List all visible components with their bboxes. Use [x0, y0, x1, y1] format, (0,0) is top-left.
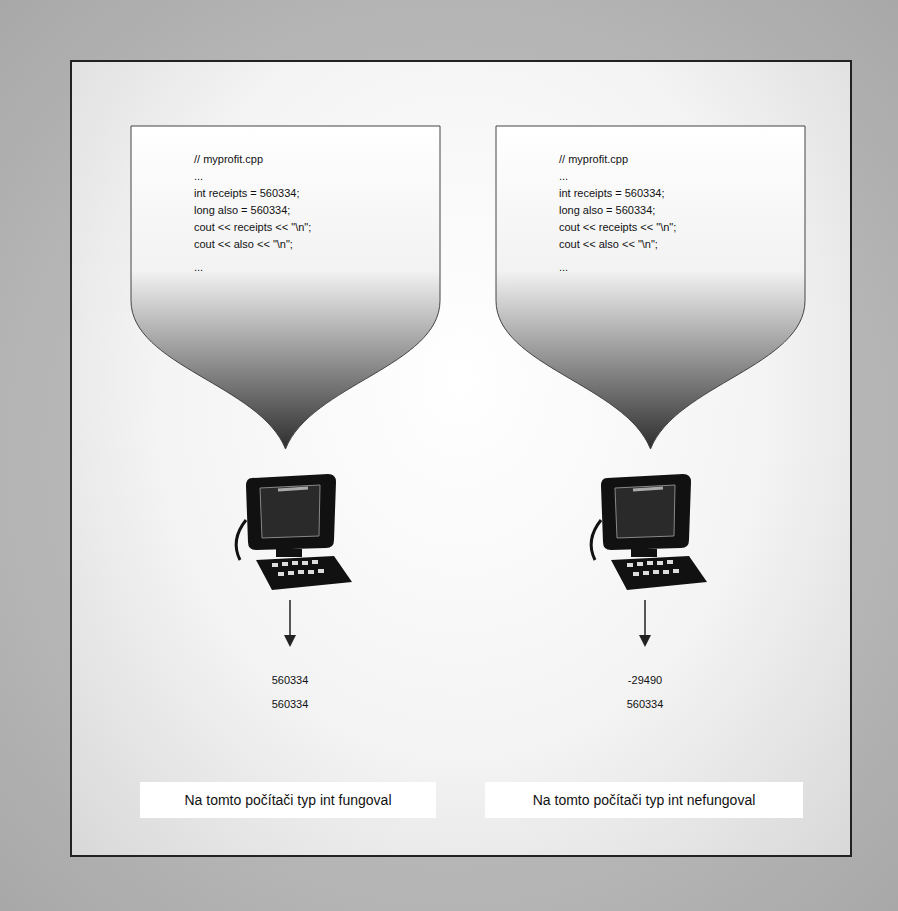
code-line: ...: [194, 259, 203, 276]
code-line: ...: [559, 259, 568, 276]
code-line: long also = 560334;: [559, 202, 655, 219]
caption-text: Na tomto počítači typ int nefungoval: [533, 792, 756, 808]
code-line: int receipts = 560334;: [559, 185, 665, 202]
document-shape: [495, 125, 806, 450]
code-listing: // myprofit.cpp...int receipts = 560334;…: [495, 125, 806, 450]
program-output: -29490: [628, 674, 662, 686]
document-shape: [130, 125, 441, 450]
code-listing: // myprofit.cpp...int receipts = 560334;…: [130, 125, 441, 450]
code-line: ...: [559, 168, 568, 185]
code-line: ...: [194, 168, 203, 185]
code-line: long also = 560334;: [194, 202, 290, 219]
code-line: cout << also << "\n";: [559, 236, 658, 253]
code-line: // myprofit.cpp: [194, 151, 263, 168]
caption-text: Na tomto počítači typ int fungoval: [185, 792, 392, 808]
code-line: int receipts = 560334;: [194, 185, 300, 202]
code-line: cout << also << "\n";: [194, 236, 293, 253]
output-arrow: [644, 600, 646, 644]
program-output: 560334: [272, 698, 309, 710]
computer-right: [591, 474, 707, 590]
caption-box: Na tomto počítači typ int fungoval: [140, 782, 436, 818]
program-output: 560334: [627, 698, 664, 710]
code-line: cout << receipts << "\n";: [559, 219, 676, 236]
code-line: // myprofit.cpp: [559, 151, 628, 168]
code-line: cout << receipts << "\n";: [194, 219, 311, 236]
caption-box: Na tomto počítači typ int nefungoval: [485, 782, 803, 818]
program-output: 560334: [272, 674, 309, 686]
computer-left: [236, 474, 352, 590]
output-arrow: [289, 600, 291, 644]
